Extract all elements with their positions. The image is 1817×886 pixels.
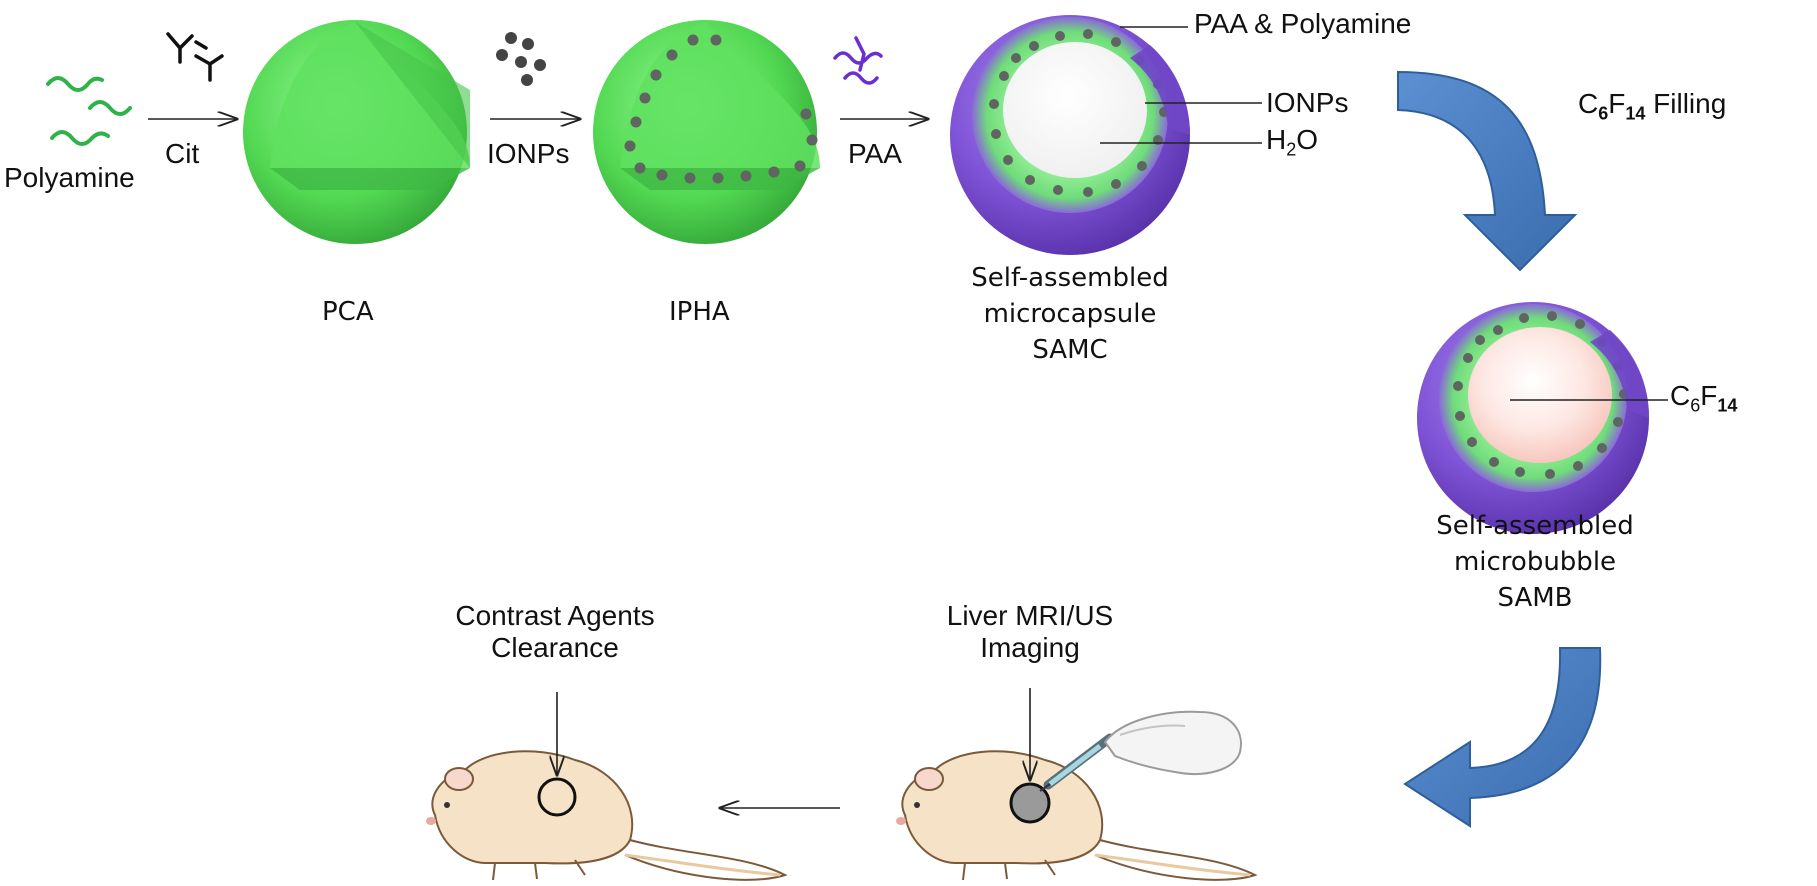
label-imaging-line2: Imaging bbox=[980, 632, 1080, 663]
citrate-molecule-icon bbox=[166, 32, 224, 82]
callout-c6f14: C6F14 bbox=[1670, 380, 1738, 416]
label-samc-line2: microcapsule bbox=[983, 299, 1157, 329]
label-cit: Cit bbox=[165, 138, 200, 169]
step-arrows bbox=[148, 119, 928, 808]
samb-sphere bbox=[1417, 302, 1650, 534]
label-c6f14-filling: C6F14 Filling bbox=[1578, 88, 1727, 124]
label-samc-line1: Self-assembled bbox=[971, 263, 1169, 293]
label-samb-line3: SAMB bbox=[1497, 583, 1573, 613]
flow-arrow-to-samb bbox=[1397, 70, 1578, 272]
liver-marker-imaging bbox=[1009, 782, 1051, 824]
rat-icon-clearance bbox=[426, 750, 788, 881]
label-samc-line3: SAMC bbox=[1032, 335, 1108, 365]
paa-strand-icon bbox=[833, 36, 883, 85]
samc-callout-lines bbox=[1100, 26, 1262, 144]
ipha-sphere bbox=[593, 20, 820, 244]
label-pca: PCA bbox=[322, 297, 374, 327]
label-imaging-line1: Liver MRI/US bbox=[946, 600, 1114, 631]
syringe-hand-icon bbox=[1039, 710, 1242, 792]
liver-marker-clearance bbox=[537, 777, 577, 817]
samc-sphere bbox=[950, 15, 1191, 255]
label-polyamine: Polyamine bbox=[4, 162, 135, 193]
label-clearance: Contrast Agents Clearance bbox=[420, 600, 690, 664]
callout-paa-polyamine: PAA & Polyamine bbox=[1194, 8, 1412, 39]
label-imaging: Liver MRI/US Imaging bbox=[900, 600, 1160, 664]
label-samc: Self-assembled microcapsule SAMC bbox=[935, 262, 1205, 366]
pca-sphere bbox=[243, 20, 470, 244]
iron-oxide-nanoparticles-icon bbox=[496, 32, 546, 86]
polyamine-strand-icon bbox=[46, 76, 132, 146]
label-samb: Self-assembled microbubble SAMB bbox=[1400, 510, 1670, 614]
label-samb-line1: Self-assembled bbox=[1436, 511, 1634, 541]
flow-arrow-to-imaging bbox=[1403, 647, 1602, 828]
label-ipha: IPHA bbox=[669, 297, 730, 327]
label-clearance-line1: Contrast Agents bbox=[455, 600, 655, 631]
callout-ionps: IONPs bbox=[1266, 87, 1349, 118]
label-clearance-line2: Clearance bbox=[491, 632, 619, 663]
label-samb-line2: microbubble bbox=[1453, 547, 1617, 577]
callout-h2o: H2O bbox=[1266, 124, 1319, 160]
label-paa-step: PAA bbox=[848, 138, 902, 169]
label-ionps-step: IONPs bbox=[487, 138, 570, 169]
